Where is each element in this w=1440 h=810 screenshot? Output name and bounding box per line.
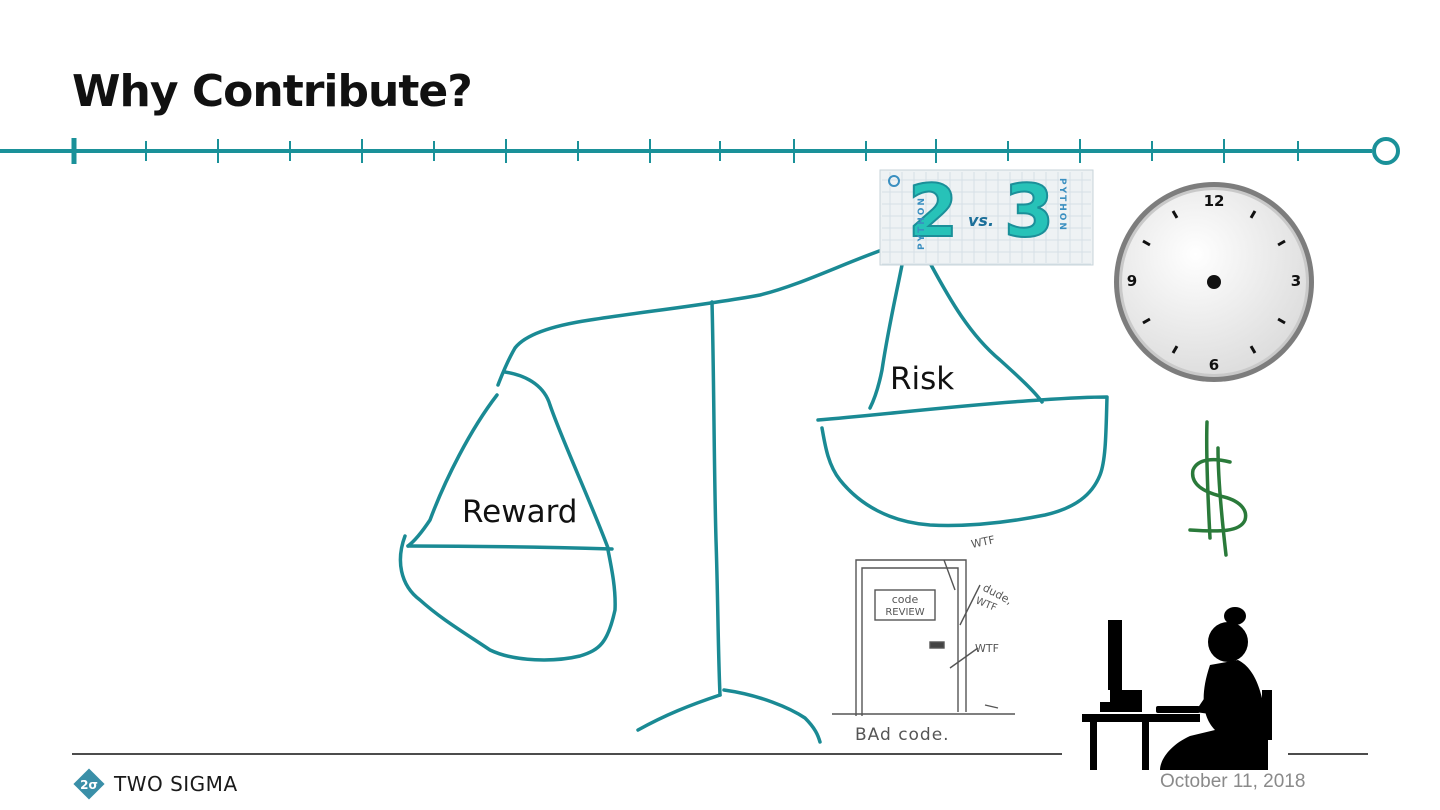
- brand-name: TWO SIGMA: [114, 772, 238, 796]
- python-2-vs-3-badge: 2 3 vs. PYTHON PYTHON: [880, 169, 1093, 265]
- timeline-rule: [0, 138, 1398, 164]
- python-2-numeral: 2: [908, 169, 958, 253]
- python-side-text-right: PYTHON: [1057, 178, 1067, 232]
- dollar-sign-icon: [1190, 422, 1246, 555]
- clock-icon: 12 3 6 9: [1114, 182, 1314, 382]
- risk-label: Risk: [890, 361, 954, 397]
- clock-numeral-9: 9: [1127, 272, 1137, 290]
- clock-numeral-6: 6: [1209, 356, 1219, 374]
- brand: TWO SIGMA: [72, 768, 238, 800]
- python-side-text-left: PYTHON: [917, 196, 927, 250]
- bad-code-text: code REVIEW WTF dude, WTF WTF BAd code.: [855, 533, 1014, 745]
- clock-numeral-12: 12: [1204, 192, 1225, 210]
- reward-label: Reward: [462, 494, 577, 530]
- clock-numeral-3: 3: [1291, 272, 1301, 290]
- bad-code-caption: BAd code.: [855, 725, 950, 745]
- slide-date: October 11, 2018: [1160, 771, 1305, 793]
- python-vs-text: vs.: [968, 211, 994, 230]
- scribble-wtf-3: WTF: [975, 642, 999, 655]
- door-sign-line-1: code: [892, 593, 919, 606]
- python-3-numeral: 3: [1004, 169, 1054, 253]
- person-at-computer-icon: [1082, 607, 1272, 770]
- door-sign-line-2: REVIEW: [885, 607, 924, 618]
- scribble-wtf-1: WTF: [970, 533, 996, 551]
